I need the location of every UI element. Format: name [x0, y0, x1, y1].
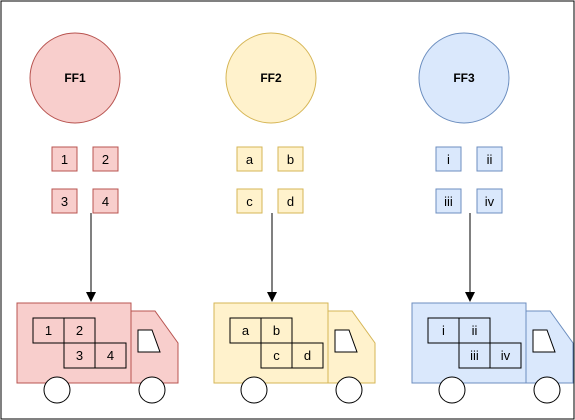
truck: i ii iii iv	[411, 302, 574, 404]
package-box	[51, 188, 78, 214]
truck-wheel	[533, 376, 561, 404]
truck-window	[334, 329, 358, 353]
column-ff1: FF1 1 2 3 4 1 2 3 4	[16, 32, 179, 404]
package-label: 3	[61, 194, 68, 209]
package-label: i	[447, 152, 450, 167]
package-label: a	[246, 152, 254, 167]
truck-window	[532, 329, 556, 353]
package-label: iv	[485, 194, 495, 209]
cargo-label: iii	[470, 348, 479, 363]
truck-wheel	[240, 376, 268, 404]
ff1-circle	[29, 32, 121, 124]
package-box	[476, 146, 503, 172]
cargo-label: 3	[76, 348, 83, 363]
package-label: b	[287, 152, 294, 167]
ff3-label: FF3	[453, 71, 475, 85]
package-box	[277, 188, 304, 214]
truck-wheel	[138, 376, 166, 404]
package-label: ii	[487, 152, 493, 167]
ff2-label: FF2	[260, 71, 282, 85]
truck: a b c d	[213, 302, 376, 404]
truck: 1 2 3 4	[16, 302, 179, 404]
truck-wheel	[43, 376, 71, 404]
cargo-slot	[94, 342, 127, 369]
cargo-label: ii	[472, 323, 478, 338]
package-label: iii	[444, 194, 453, 209]
column-ff2: FF2 a b c d a b c d	[213, 32, 376, 404]
cargo-label: a	[242, 323, 250, 338]
package-label: 4	[102, 194, 109, 209]
package-label: 1	[61, 152, 68, 167]
cargo-label: iv	[501, 348, 511, 363]
ff2-circle	[225, 32, 317, 124]
package-box	[277, 146, 304, 172]
package-box	[435, 188, 462, 214]
ff3-circle	[418, 32, 510, 124]
cargo-label: 2	[76, 323, 83, 338]
truck-window	[137, 329, 161, 353]
package-box	[476, 188, 503, 214]
cargo-slot	[489, 342, 522, 369]
package-box	[92, 188, 119, 214]
cargo-label: d	[304, 348, 311, 363]
cargo-slot	[291, 342, 324, 369]
package-box	[435, 146, 462, 172]
package-box	[236, 188, 263, 214]
package-label: 2	[102, 152, 109, 167]
cargo-label: b	[273, 323, 280, 338]
cargo-label: c	[273, 348, 280, 363]
column-ff3: FF3 i ii iii iv i ii iii iv	[411, 32, 574, 404]
package-box	[236, 146, 263, 172]
package-label: d	[287, 194, 294, 209]
package-box	[51, 146, 78, 172]
truck-wheel	[438, 376, 466, 404]
package-box	[92, 146, 119, 172]
cargo-label: 1	[45, 323, 52, 338]
ff1-label: FF1	[64, 71, 86, 85]
truck-wheel	[335, 376, 363, 404]
cargo-label: 4	[107, 348, 114, 363]
package-label: c	[246, 194, 253, 209]
cargo-label: i	[442, 323, 445, 338]
